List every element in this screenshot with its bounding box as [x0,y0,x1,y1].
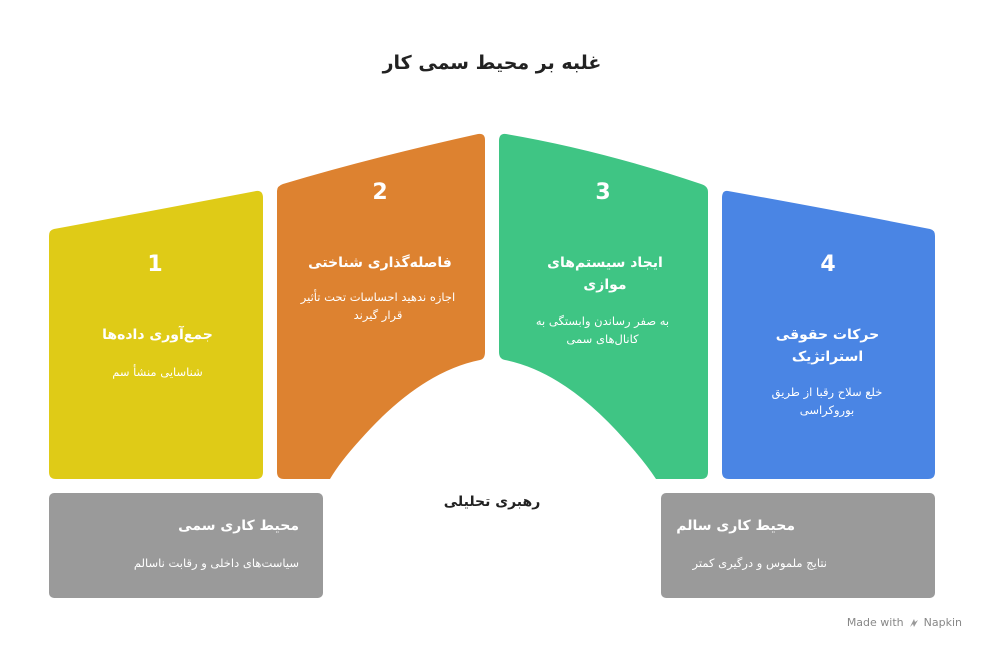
step-1-shape [49,190,263,479]
step-3-shape [499,133,708,479]
napkin-logo-icon [909,618,918,627]
step-4-number: 4 [820,252,836,277]
healthy-environment-text: نتایج ملموس و درگیری کمتر [692,556,827,570]
step-3-number: 3 [595,180,611,205]
step-4-heading: حرکات حقوقی استراتژیک [775,327,880,365]
step-1-number: 1 [147,252,163,277]
toxic-environment-text: سیاست‌های داخلی و رقابت ناسالم [133,556,299,570]
analytical-leadership-label: رهبری تحلیلی [443,494,541,510]
napkin-brand-label: Napkin [923,616,962,629]
healthy-environment-box: محیط کاری سالم نتایج ملموس و درگیری کمتر [661,493,935,598]
step-4-shape [722,190,935,479]
toxic-environment-box: محیط کاری سمی سیاست‌های داخلی و رقابت نا… [49,493,323,598]
step-4-description: خلع سلاح رقبا از طریق بوروکراسی [771,385,883,417]
made-with-label: Made with [846,616,904,629]
healthy-environment-title: محیط کاری سالم [676,518,795,534]
step-2-heading: فاصله‌گذاری شناختی [308,255,452,271]
step-2-number: 2 [372,180,388,205]
toxic-environment-title: محیط کاری سمی [178,518,299,534]
step-3-description: به صفر رساندن وابستگی به کانال‌های سمی [535,314,670,346]
step-1-heading: جمع‌آوری داده‌ها [102,327,213,343]
diagram-title: غلبه بر محیط سمی کار [382,52,602,74]
made-with-napkin-footer[interactable]: Made with Napkin [847,616,962,629]
step-3-heading: ایجاد سیستم‌های موازی [547,255,663,293]
step-2-shape [277,133,485,479]
step-2-description: اجازه ندهید احساسات تحت تأثیر قرار گیرند [300,290,456,322]
step-1-description: شناسایی منشأ سم [112,365,203,379]
